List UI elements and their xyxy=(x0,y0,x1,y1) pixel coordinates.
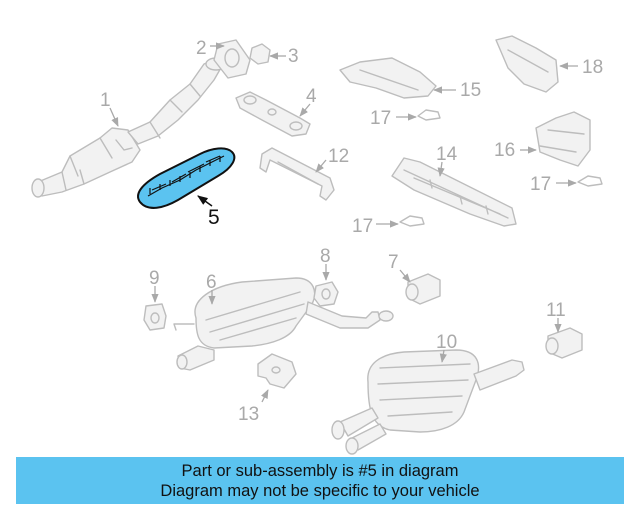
part-5-heat-shield[interactable] xyxy=(137,147,236,209)
part-3-nut[interactable] xyxy=(249,43,271,65)
part-16-heat-shield[interactable] xyxy=(535,111,591,167)
part-1-front-pipe[interactable] xyxy=(31,57,227,198)
part-12-bracket[interactable] xyxy=(259,147,335,201)
leader-lines xyxy=(109,42,578,403)
label-6[interactable]: 6 xyxy=(206,272,217,293)
part-10-rear-muffler[interactable] xyxy=(331,349,525,455)
part-14-heat-shield[interactable] xyxy=(391,157,517,227)
part-6-center-muffler[interactable] xyxy=(173,277,394,371)
label-17a[interactable]: 17 xyxy=(370,108,391,129)
label-13[interactable]: 13 xyxy=(238,404,259,425)
banner-line-1: Part or sub-assembly is #5 in diagram xyxy=(181,462,459,480)
label-15[interactable]: 15 xyxy=(460,80,481,101)
part-11-clamp[interactable] xyxy=(545,327,583,359)
label-10[interactable]: 10 xyxy=(436,332,457,353)
label-17c[interactable]: 17 xyxy=(530,174,551,195)
parts-diagram: 1 2 3 4 5 6 7 8 9 10 11 12 13 14 15 16 1… xyxy=(31,35,603,455)
part-17-fastener-a[interactable] xyxy=(417,109,441,121)
label-17b[interactable]: 17 xyxy=(352,216,373,237)
label-8[interactable]: 8 xyxy=(320,246,331,267)
label-12[interactable]: 12 xyxy=(328,146,349,167)
banner-line-2: Diagram may not be specific to your vehi… xyxy=(160,482,480,500)
label-11[interactable]: 11 xyxy=(546,300,566,321)
part-17-fastener-b[interactable] xyxy=(399,215,425,227)
part-8-isolator[interactable] xyxy=(313,281,339,307)
part-18-heat-shield[interactable] xyxy=(495,35,559,93)
part-17-fastener-c[interactable] xyxy=(577,175,603,187)
label-3[interactable]: 3 xyxy=(288,46,299,67)
label-7[interactable]: 7 xyxy=(388,252,399,273)
part-7-clamp[interactable] xyxy=(405,273,441,305)
part-13-bracket[interactable] xyxy=(257,353,297,389)
label-2[interactable]: 2 xyxy=(196,38,207,59)
label-5[interactable]: 5 xyxy=(208,206,220,229)
part-4-bracket[interactable] xyxy=(235,91,311,137)
label-9[interactable]: 9 xyxy=(149,268,160,289)
info-banner: Part or sub-assembly is #5 in diagram Di… xyxy=(16,457,624,504)
label-14[interactable]: 14 xyxy=(436,144,458,165)
label-18[interactable]: 18 xyxy=(582,57,603,78)
label-4[interactable]: 4 xyxy=(306,86,317,107)
label-1[interactable]: 1 xyxy=(100,90,111,111)
part-9-isolator[interactable] xyxy=(143,303,167,331)
label-16[interactable]: 16 xyxy=(494,140,515,161)
part-labels: 1 2 3 4 5 6 7 8 9 10 11 12 13 14 15 16 1… xyxy=(100,38,603,425)
part-15-heat-shield[interactable] xyxy=(339,57,437,99)
